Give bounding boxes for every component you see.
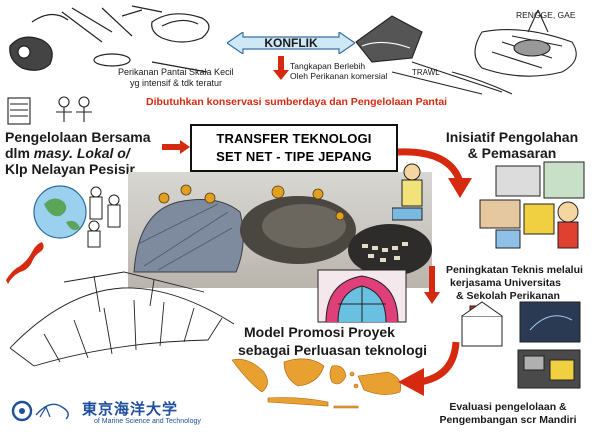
- down-arrow-konflik: [273, 56, 289, 80]
- set-net-model-drawing: [133, 184, 432, 276]
- central-line-1: TRANSFER TEKNOLOGI: [216, 131, 372, 146]
- technical-line-1: Peningkatan Teknis melalui: [446, 264, 583, 276]
- small-fishery-text-2: yg intensif & tdk teratur: [130, 78, 223, 88]
- joint-management-line-3: Klp Nelayan Pesisir: [5, 161, 135, 177]
- processing-line-1: Inisiatif Pengolahan: [445, 129, 579, 145]
- stained-glass-illustration: [317, 269, 407, 323]
- processing-market-illustration: [392, 161, 585, 249]
- down-arrow-right-1: [424, 266, 440, 304]
- konflik-label: KONFLIK: [264, 36, 318, 50]
- set-net-line-drawing: [9, 271, 235, 367]
- commercial-boats-sketch: [355, 9, 577, 95]
- trawl-label: TRAWL: [412, 68, 440, 77]
- university-illustration: [461, 301, 581, 389]
- university-logo-icon: [11, 400, 69, 422]
- arrow-eval-to-map: [398, 341, 460, 396]
- rengge-label: RENGGE, GAE: [516, 10, 576, 20]
- arrow-left-to-center: [162, 140, 190, 154]
- joint-management-line-2c: o/: [113, 145, 130, 161]
- konflik-arrow: [227, 32, 355, 54]
- joint-management-line-2a: dlm: [5, 145, 34, 161]
- fishers-handshake-sketch: [7, 96, 92, 125]
- processing-line-2: & Pemasaran: [467, 145, 557, 161]
- globe-people-illustration: [33, 185, 121, 248]
- small-fishery-text-1: Perikanan Pantai Skala Kecil: [118, 67, 234, 77]
- indonesia-map-illustration: [231, 358, 402, 409]
- model-line-2: sebagai Perluasan teknologi: [238, 342, 428, 358]
- model-line-1: Model Promosi Proyek: [244, 324, 395, 340]
- arrow-center-to-right: [398, 148, 472, 198]
- central-line-2: SET NET - TIPE JEPANG: [216, 149, 372, 164]
- central-box: TRANSFER TEKNOLOGI SET NET - TIPE JEPANG: [190, 124, 398, 172]
- logo-subtitle: of Marine Science and Technology: [94, 418, 201, 425]
- commercial-text-1: Tangkapan Berlebih: [290, 61, 366, 71]
- eval-line-2: Pengembangan scr Mandiri: [439, 414, 577, 426]
- japan-map-icon: [6, 242, 44, 284]
- commercial-text-2: Oleh Perikanan komersial: [290, 71, 388, 81]
- logo-kanji: 東京海洋大学: [82, 401, 179, 418]
- set-net-model-photo: [128, 172, 432, 288]
- technical-line-3: & Sekolah Perikanan: [456, 290, 560, 302]
- conservation-text: Dibutuhkan konservasi sumberdaya dan Pen…: [146, 96, 448, 108]
- joint-management-line-1: Pengelolaan Bersama: [5, 129, 151, 145]
- small-fishermen-sketch: [9, 5, 210, 73]
- eval-line-1: Evaluasi pengelolaan &: [449, 401, 567, 413]
- joint-management-line-2: dlm masy. Lokal o/: [5, 145, 130, 161]
- technical-line-2: kerjasama Universitas: [450, 277, 561, 289]
- joint-management-line-2b: masy. Lokal: [33, 145, 114, 161]
